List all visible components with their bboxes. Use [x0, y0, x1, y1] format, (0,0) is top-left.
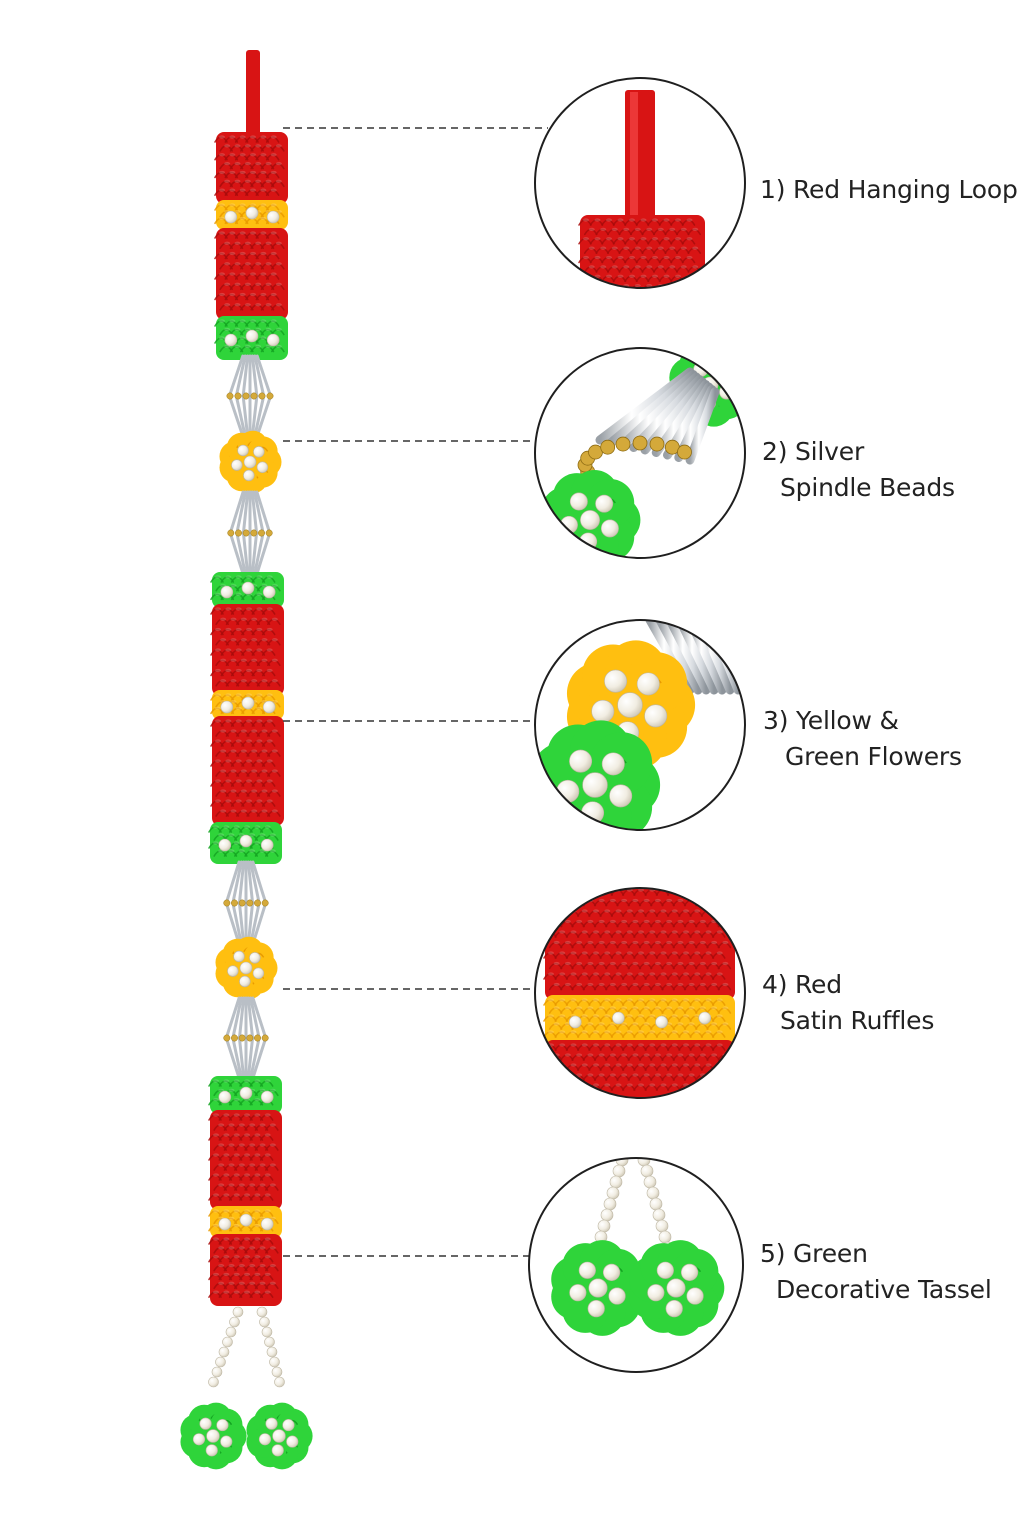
- pearl-strands: [208, 1306, 285, 1388]
- callout-3-circle: [534, 619, 746, 831]
- green-flower-band-1: [214, 316, 288, 360]
- silver-spindle-1: [226, 354, 274, 438]
- silver-spindle-2: [227, 490, 273, 576]
- red-ruffle-block-1: [214, 132, 288, 204]
- callout-4-line1: 4) Red: [762, 970, 842, 999]
- tassel-green-right: [629, 1240, 725, 1336]
- red-hanging-loop-closeup-icon: [535, 78, 745, 288]
- red-ruffle-block-5: [208, 1110, 282, 1210]
- callout-1-label: 1) Red Hanging Loop: [760, 172, 1018, 208]
- yellow-flower-band-2: [210, 690, 284, 720]
- green-flower-band-2: [210, 572, 284, 608]
- silver-spindle-4: [223, 996, 269, 1080]
- red-ruffle-block-4: [210, 716, 284, 826]
- callout-3-line1: 3) Yellow &: [763, 706, 899, 735]
- yellow-flower-ball-2: [215, 936, 278, 1000]
- callout-5-line1: 5) Green: [760, 1239, 868, 1268]
- ruffles-red-bottom: [543, 1040, 735, 1098]
- red-ruffle-block-2: [214, 228, 288, 320]
- callout-3-label: 3) Yellow & Green Flowers: [763, 703, 962, 775]
- yellow-green-flowers-closeup-icon: [535, 620, 745, 830]
- red-satin-ruffles-closeup-icon: [535, 888, 745, 1098]
- silver-spindle-3: [223, 860, 269, 946]
- green-tassel-ball-left: [180, 1402, 247, 1470]
- callout-2-line2: Spindle Beads: [780, 473, 955, 502]
- yellow-flower-ball-1: [219, 430, 282, 494]
- tassel-green-left: [551, 1240, 647, 1336]
- callout-1-circle: [534, 77, 746, 289]
- yellow-flower-band-1: [214, 200, 288, 230]
- green-flower-band-4: [208, 1076, 282, 1114]
- callout-3-line2: Green Flowers: [785, 742, 962, 771]
- yellow-flower-band-3: [208, 1206, 282, 1238]
- callout-5-label: 5) Green Decorative Tassel: [760, 1236, 992, 1308]
- ruffles-yellow-band: [543, 995, 735, 1045]
- callout-2-circle: [534, 347, 746, 559]
- garland: [180, 50, 313, 1470]
- ruffles-red-top: [543, 888, 735, 1000]
- hanging-loop-ribbon: [246, 50, 260, 135]
- callout-4-circle: [534, 887, 746, 1099]
- callout-5-line2: Decorative Tassel: [776, 1275, 992, 1304]
- callout-2-line1: 2) Silver: [762, 437, 865, 466]
- callout-4-line2: Satin Ruffles: [780, 1006, 935, 1035]
- green-flower-band-3: [208, 822, 282, 864]
- red-ruffle-block-3: [210, 604, 284, 696]
- callout-4-label: 4) Red Satin Ruffles: [762, 967, 934, 1039]
- callout-5-circle: [528, 1157, 744, 1373]
- leader-lines: [283, 127, 548, 1257]
- green-tassel-ball-right: [246, 1402, 313, 1470]
- green-decorative-tassel-closeup-icon: [529, 1158, 743, 1372]
- callout-1-line1: 1) Red Hanging Loop: [760, 175, 1018, 204]
- red-ruffle-block-6: [208, 1234, 282, 1306]
- callout-2-label: 2) Silver Spindle Beads: [762, 434, 955, 506]
- loop-ribbon: [625, 90, 655, 230]
